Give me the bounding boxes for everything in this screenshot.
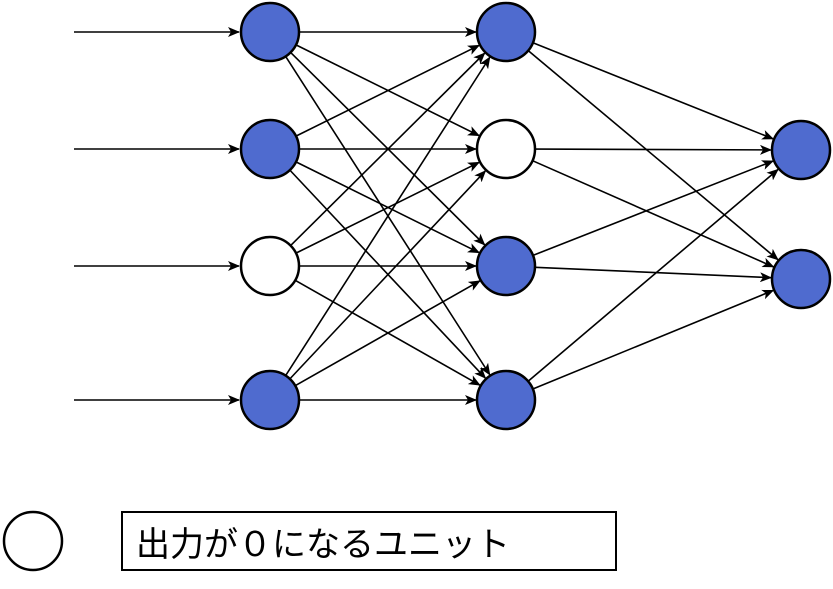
connection-arrow bbox=[295, 44, 481, 137]
connection-arrow bbox=[527, 50, 779, 261]
active-unit bbox=[239, 118, 301, 180]
connection-arrow bbox=[534, 266, 773, 283]
legend-label: 出力が０になるユニット bbox=[136, 525, 510, 565]
connection-arrow bbox=[290, 52, 486, 247]
input-arrows bbox=[74, 27, 240, 405]
connection-arrow bbox=[532, 159, 775, 268]
connection-arrow bbox=[532, 42, 775, 140]
connection-arrow bbox=[532, 160, 775, 257]
active-unit bbox=[770, 248, 832, 310]
connection-arrow bbox=[289, 170, 487, 380]
active-unit bbox=[239, 1, 301, 63]
active-unit bbox=[475, 369, 537, 431]
active-unit bbox=[475, 1, 537, 63]
connection-arrow bbox=[295, 161, 481, 254]
network-units bbox=[239, 1, 832, 431]
connection-arrow bbox=[532, 289, 775, 390]
connection-arrow bbox=[527, 168, 779, 382]
zero-output-unit bbox=[239, 235, 301, 297]
active-unit bbox=[770, 119, 832, 181]
connection-arrow bbox=[294, 280, 481, 387]
zero-output-unit bbox=[475, 118, 537, 180]
connection-arrow bbox=[534, 144, 773, 155]
active-unit bbox=[475, 235, 537, 297]
legend: 出力が０になるユニット bbox=[2, 510, 617, 572]
active-unit bbox=[239, 369, 301, 431]
connection-arrow bbox=[284, 56, 491, 377]
legend-label-box bbox=[121, 511, 617, 571]
legend-inactive-unit bbox=[2, 510, 64, 572]
connections bbox=[284, 27, 779, 405]
